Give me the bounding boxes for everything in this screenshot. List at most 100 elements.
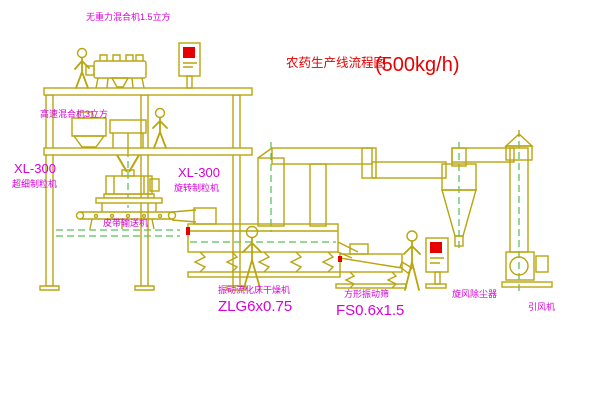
label-screen-model: FS0.6x1.5: [336, 302, 404, 319]
fan-base: [501, 281, 553, 288]
screen-red-mark: [338, 256, 342, 262]
pulley-left: [75, 211, 85, 220]
fan-casing: [505, 251, 535, 281]
dryer-spring-4: [289, 251, 303, 273]
roller: [157, 213, 163, 219]
label-granulator-left-model: XL-300: [14, 161, 56, 176]
induced-draft-fan: [501, 251, 553, 288]
mixer-body: [93, 60, 147, 79]
dryer-outlet-chute: [337, 241, 359, 259]
dryer-body: [187, 223, 339, 253]
dryer-red-mark: [186, 227, 190, 235]
screen-spring-1: [344, 271, 356, 289]
feeder-machine: [109, 119, 147, 155]
person-body: [242, 237, 262, 289]
cabinet-pedestal: [186, 75, 193, 89]
dryer-base-frame: [187, 271, 341, 278]
dryer-spring-3: [257, 251, 271, 273]
fluid-bed-dryer: [186, 207, 359, 278]
person-head: [245, 225, 259, 239]
dryer-spring-2: [225, 251, 239, 273]
roller: [109, 213, 115, 219]
label-dryer-model: ZLG6x0.75: [218, 298, 292, 315]
cabinet-indicator: [430, 242, 442, 253]
person-figure-top-floor: [74, 47, 90, 89]
person-figure-screen: [403, 230, 421, 291]
pulley-right: [167, 211, 177, 220]
hsm-body: [71, 117, 107, 137]
dryer-spring-1: [193, 251, 207, 273]
feed-chute: [171, 209, 197, 223]
mixer-motor: [85, 65, 95, 76]
screen-outlet-spout: [399, 260, 414, 274]
person-head: [154, 107, 166, 119]
mixer-legs: [95, 77, 145, 89]
duct-horizontal-lower: [371, 161, 447, 179]
centerlines: [56, 130, 520, 292]
platform-legs: [101, 203, 157, 212]
person-figure-mid-floor: [152, 107, 168, 149]
duct-riser-main: [257, 157, 285, 227]
label-screen-name: 方形振动筛: [344, 288, 389, 299]
duct-riser-secondary: [309, 163, 327, 227]
top-floor-slab: [43, 87, 253, 96]
person-head: [406, 230, 418, 242]
belt-conveyor: [75, 209, 197, 230]
conveyor-legs: [89, 218, 155, 230]
exhaust-run-to-stack: [451, 147, 515, 163]
stack-cap-cone: [504, 133, 534, 147]
screen-spring-2: [386, 271, 398, 289]
screen-base: [335, 283, 407, 289]
fan-motor: [535, 255, 549, 273]
mixer-nozzles: [99, 54, 144, 61]
granulator-motor: [149, 178, 160, 192]
drawing-title: 农药生产线流程图 (500kg/h): [286, 54, 460, 76]
vibrating-screen: [335, 243, 414, 289]
title-capacity: (500kg/h): [375, 54, 460, 76]
label-granulator-right-model: XL-300: [178, 165, 220, 180]
cabinet-detail-lines: [183, 62, 197, 68]
cabinet-indicator: [183, 47, 195, 58]
person-head: [76, 47, 88, 59]
exhaust-duct: [257, 147, 447, 227]
cyclone-dust-stub: [454, 235, 464, 247]
high-speed-mixer: [71, 111, 107, 148]
fan-impeller: [509, 256, 529, 276]
granulator-body: [105, 175, 153, 195]
gravity-mixer: [85, 54, 147, 89]
roller: [93, 213, 99, 219]
building-frame: [39, 87, 253, 291]
dryer-feed-box: [193, 207, 217, 225]
belt-lines: [80, 211, 172, 220]
person-body: [152, 117, 168, 149]
rotary-granulator: [95, 154, 163, 212]
column-bases: [39, 285, 247, 291]
person-body: [403, 240, 421, 291]
granulator-flanges: [113, 176, 145, 194]
roller: [141, 213, 147, 219]
cabinet-base: [425, 283, 447, 289]
roller: [125, 213, 131, 219]
dryer-spring-5: [321, 251, 335, 273]
label-gravity-mixer: 无重力混合机1.5立方: [86, 11, 171, 22]
cyclone-separator: [441, 147, 515, 247]
label-high-speed-mixer: 高速混合机3立方: [40, 108, 108, 119]
feeder-legs: [112, 133, 144, 155]
label-cyclone: 旋风除尘器: [452, 288, 497, 299]
label-granulator-right-name: 旋转制粒机: [174, 182, 219, 193]
hsm-cone: [72, 135, 106, 148]
person-figure-ground: [242, 225, 262, 289]
duct-jog: [361, 147, 377, 179]
duct-elbow-miter: [257, 147, 273, 159]
control-cabinet-ground: [425, 237, 449, 289]
cabinet-detail-lines: [430, 257, 444, 264]
mixer-discharge-cone: [110, 77, 130, 88]
label-dryer-name: 振动流化床干燥机: [218, 284, 290, 295]
screen-deck: [339, 257, 403, 269]
cabinet-pedestal: [434, 271, 441, 285]
column-left: [45, 94, 54, 287]
control-cabinet-top: [178, 42, 201, 89]
y-chute: [116, 154, 140, 173]
